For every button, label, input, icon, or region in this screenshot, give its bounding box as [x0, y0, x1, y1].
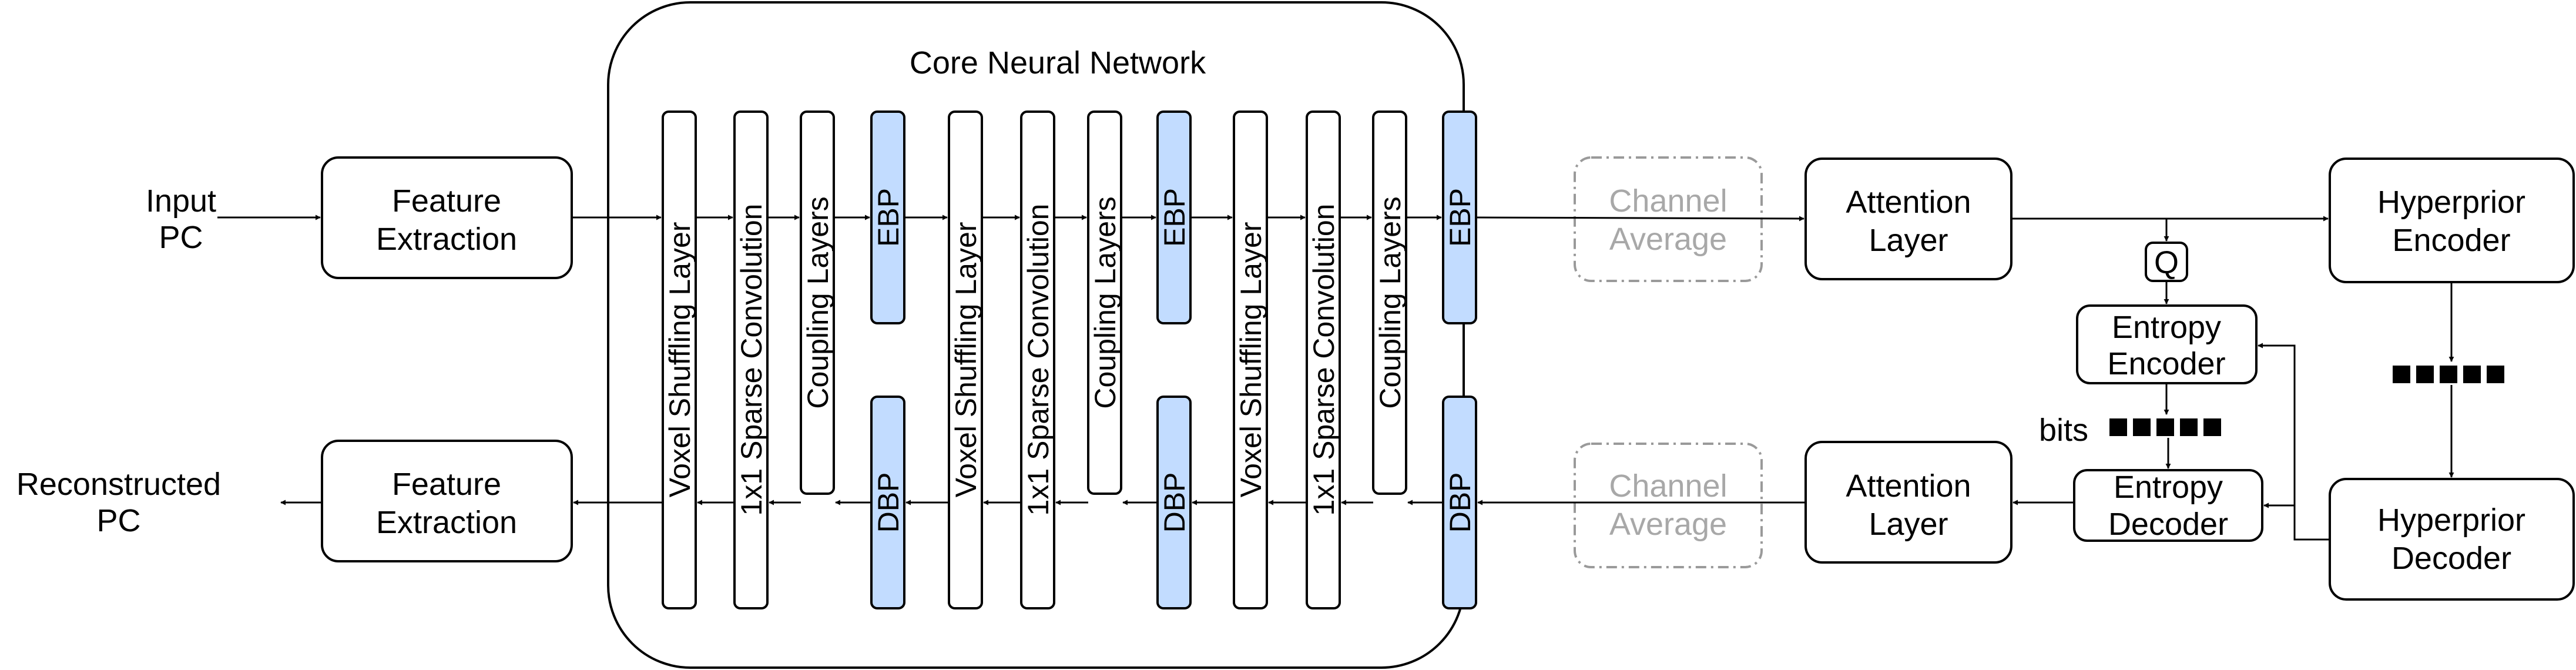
dbp-label-3: DBP: [1444, 473, 1477, 533]
attention-layer-bottom-line2: Layer: [1869, 507, 1948, 542]
voxel-shuffling-layer-1: [662, 110, 697, 609]
output-label-line1: Reconstructed: [16, 467, 221, 502]
voxel-shuffling-label-1: Voxel Shuffling Layer: [663, 222, 696, 498]
main-bitstream: [2109, 418, 2221, 436]
dbp-label-2: DBP: [1158, 473, 1191, 533]
feature-extraction-top-line2: Extraction: [376, 222, 517, 257]
hyperprior-decoder: [2329, 478, 2575, 601]
entropy-decoder-line2: Decoder: [2108, 507, 2228, 542]
attention-layer-top-line1: Attention: [1846, 185, 1971, 220]
coupling-label-3: Coupling Layers: [1374, 196, 1407, 408]
coupling-layers-1: [800, 110, 835, 495]
ebp-label-3: EBP: [1444, 188, 1477, 247]
voxel-shuffling-layer-2: [948, 110, 983, 609]
channel-average-bottom-line2: Average: [1609, 507, 1727, 542]
entropy-decoder-line1: Entropy: [2114, 470, 2223, 505]
sparse-conv-label-2: 1x1 Sparse Convolution: [1022, 204, 1055, 516]
core-title: Core Neural Network: [910, 45, 1206, 81]
channel-average-top-line2: Average: [1609, 222, 1727, 257]
feature-extraction-top-line1: Feature: [392, 183, 501, 219]
encoding-arrows: [217, 215, 2454, 478]
coupling-layers-3: [1372, 110, 1407, 495]
channel-average-bottom: [1574, 443, 1763, 568]
entropy-encoder-line1: Entropy: [2112, 310, 2221, 345]
entropy-decoder: [2073, 469, 2263, 542]
feature-extraction-bottom: [321, 440, 573, 562]
feature-extraction-bottom-line1: Feature: [392, 467, 501, 502]
channel-average-bottom-line1: Channel: [1609, 468, 1727, 504]
sparse-conv-layer-2: [1020, 110, 1055, 609]
sparse-conv-label-1: 1x1 Sparse Convolution: [735, 204, 768, 516]
hyperprior-encoder: [2329, 158, 2575, 283]
voxel-shuffling-layer-3: [1233, 110, 1268, 609]
entropy-encoder-line2: Encoder: [2107, 346, 2225, 381]
sparse-conv-layer-1: [733, 110, 769, 609]
attention-layer-bottom-line1: Attention: [1846, 468, 1971, 504]
hyperprior-encoder-line1: Hyperprior: [2377, 185, 2525, 220]
coupling-label-2: Coupling Layers: [1089, 196, 1122, 408]
hyperprior-decoder-line2: Decoder: [2391, 541, 2511, 576]
input-label-line2: PC: [159, 220, 203, 255]
hyperprior-encoder-line2: Encoder: [2392, 223, 2510, 258]
voxel-shuffling-label-3: Voxel Shuffling Layer: [1235, 222, 1267, 498]
hyperprior-bitstream: [2393, 366, 2504, 383]
ebp-label-1: EBP: [872, 188, 905, 247]
output-label-line2: PC: [96, 503, 140, 538]
hyperprior-decoder-line1: Hyperprior: [2377, 503, 2525, 538]
attention-layer-top-line2: Layer: [1869, 223, 1948, 258]
feature-extraction-bottom-line2: Extraction: [376, 505, 517, 540]
dbp-label-1: DBP: [872, 473, 905, 533]
side-info-arrows: [2258, 343, 2330, 541]
quantizer-label: Q: [2154, 245, 2179, 280]
ebp-label-2: EBP: [1158, 188, 1191, 247]
input-label-line1: Input: [146, 183, 216, 219]
coupling-layers-2: [1087, 110, 1122, 495]
sparse-conv-label-3: 1x1 Sparse Convolution: [1307, 204, 1340, 516]
coupling-label-1: Coupling Layers: [801, 196, 834, 408]
sparse-conv-layer-3: [1306, 110, 1341, 609]
voxel-shuffling-label-2: Voxel Shuffling Layer: [950, 222, 982, 498]
channel-average-top-line1: Channel: [1609, 183, 1727, 219]
bits-label: bits: [2039, 413, 2088, 448]
